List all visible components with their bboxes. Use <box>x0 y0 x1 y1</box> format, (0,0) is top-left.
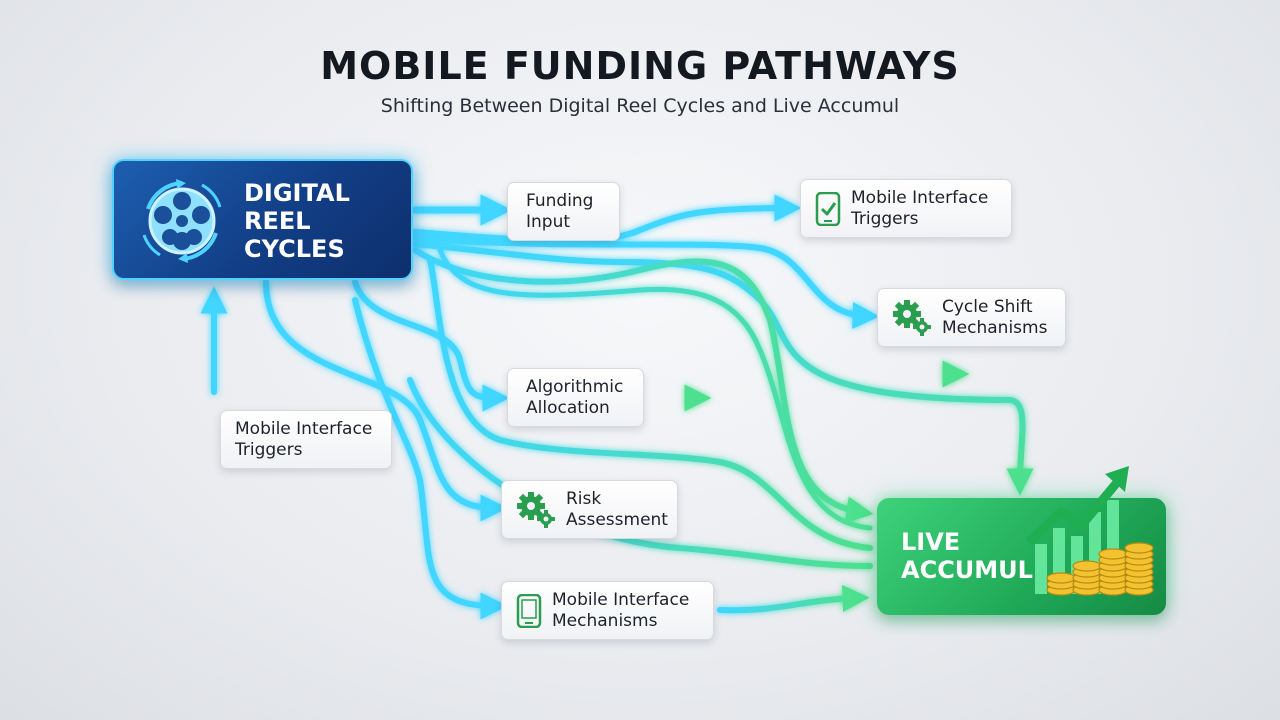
mobile-triggers-left-label: Mobile Interface Triggers <box>235 418 373 460</box>
gears-icon <box>517 491 555 528</box>
mobile-triggers-top-label: Mobile Interface Triggers <box>851 187 989 229</box>
flow-source-to-algorithmic-allocation <box>352 279 510 412</box>
mobile-mechanisms-label: Mobile Interface Mechanisms <box>552 589 690 631</box>
gears-icon <box>893 299 931 336</box>
mobile-triggers-left-node[interactable]: Mobile Interface Triggers <box>220 410 392 469</box>
page-subtitle: Shifting Between Digital Reel Cycles and… <box>380 95 900 117</box>
flow-source-to-cycle-shift <box>412 235 880 329</box>
flow-mid-band-to-sink <box>427 257 873 551</box>
algorithmic-allocation-node[interactable]: Algorithmic Allocation <box>507 368 644 427</box>
cycle-shift-node[interactable]: Cycle Shift Mechanisms <box>877 288 1066 347</box>
film-reel-icon <box>142 179 222 263</box>
page-title: MOBILE FUNDING PATHWAYS <box>320 44 960 88</box>
flow-upper-band-to-sink-b <box>412 247 874 524</box>
smartphone-icon <box>516 593 542 628</box>
digital-reel-cycles-node[interactable]: DIGITAL REEL CYCLES <box>112 159 413 280</box>
smartphone-check-icon <box>815 191 841 226</box>
flow-source-to-mobile-mechanisms <box>352 297 508 620</box>
algorithmic-allocation-label: Algorithmic Allocation <box>526 376 624 418</box>
risk-assessment-node[interactable]: Risk Assessment <box>501 480 678 539</box>
sink-label: LIVE ACCUMUL <box>901 528 1033 584</box>
live-accumul-node[interactable]: LIVE ACCUMUL <box>877 466 1166 615</box>
flow-source-to-risk-assessment <box>263 279 508 522</box>
mobile-mechanisms-node[interactable]: Mobile Interface Mechanisms <box>501 581 714 640</box>
flow-upper-band-to-sink-c <box>437 247 873 531</box>
cycle-shift-label: Cycle Shift Mechanisms <box>942 296 1048 338</box>
source-label: DIGITAL REEL CYCLES <box>244 179 350 263</box>
mobile-triggers-top-node[interactable]: Mobile Interface Triggers <box>800 179 1012 238</box>
growth-coins-icon <box>1025 466 1154 596</box>
flow-lower-band-to-sink <box>407 377 873 569</box>
funding-input-node[interactable]: Funding Input <box>507 182 620 241</box>
flow-source-to-mobile-triggers-top <box>412 194 802 244</box>
funding-input-label: Funding Input <box>526 190 594 232</box>
risk-assessment-label: Risk Assessment <box>566 488 668 530</box>
flow-mobile-mechanisms-to-sink <box>717 584 870 614</box>
